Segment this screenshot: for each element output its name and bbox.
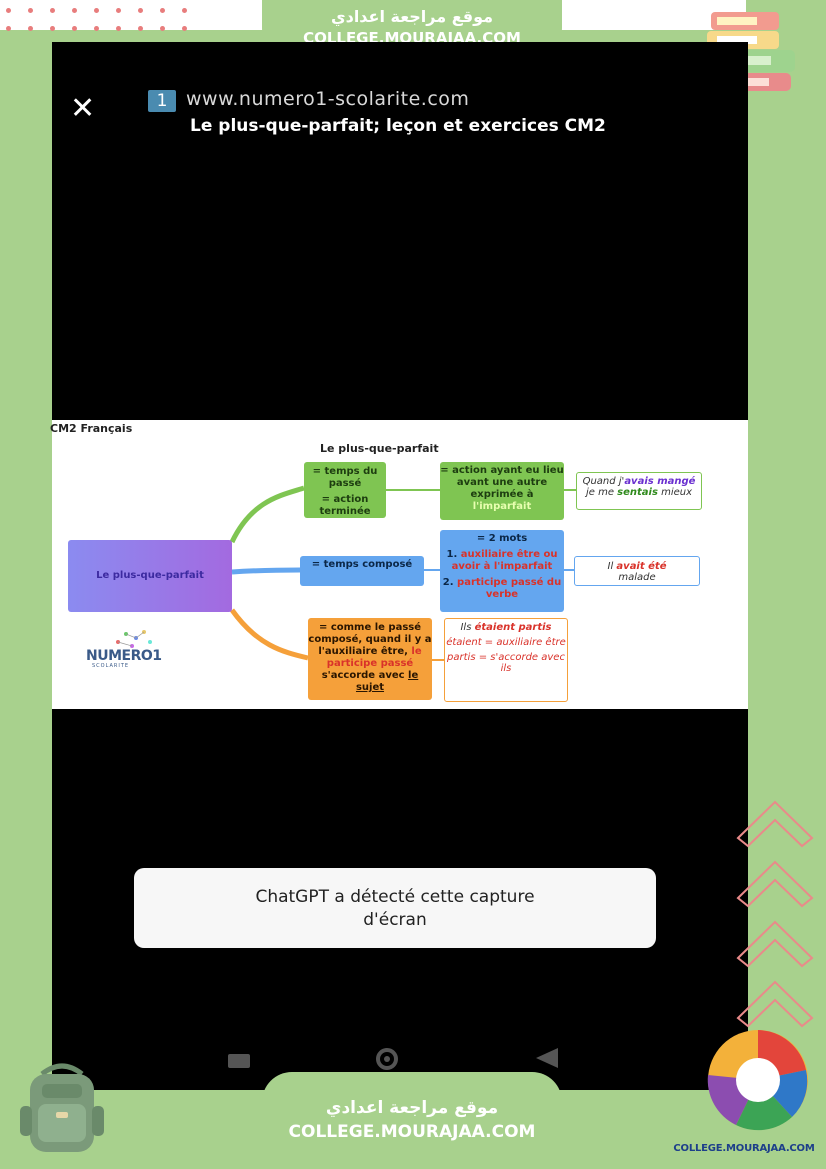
recents-icon[interactable] xyxy=(228,1054,250,1068)
school-logo-label: COLLEGE.MOURAJAA.COM xyxy=(673,1143,815,1154)
backpack-icon xyxy=(20,1063,104,1152)
blue-item1-num: 1. xyxy=(446,549,461,560)
mindmap-connectors xyxy=(229,485,576,661)
green-example-verb2: sentais xyxy=(617,487,658,498)
orange-example-l2: étaient = auxiliaire être xyxy=(446,637,566,648)
mindmap-root-node: Le plus-que-parfait xyxy=(68,540,232,612)
blue-definition-item1: auxiliaire être ou avoir à l'imparfait xyxy=(451,549,558,572)
frame-right-border xyxy=(746,0,826,1169)
screenshot-detected-toast: ChatGPT a détecté cette capture d'écran xyxy=(134,868,656,948)
blue-example-pre: Il xyxy=(607,561,617,572)
toast-line1: ChatGPT a détecté cette capture xyxy=(255,887,535,907)
green-example-post2: mieux xyxy=(657,487,693,498)
blue-node: = temps composé xyxy=(300,556,424,586)
green-node-line2: = action terminée xyxy=(319,494,371,517)
chevron-up-icon xyxy=(736,800,814,1028)
numero1-logo-sub: SCOLARITE xyxy=(92,663,130,669)
blue-node-label: = temps composé xyxy=(311,559,413,570)
close-icon[interactable]: ✕ xyxy=(70,91,96,126)
green-example-verb: avais mangé xyxy=(624,476,696,487)
green-node-line1: = temps du passé xyxy=(312,466,378,489)
blue-example: Il avait été malade xyxy=(574,556,700,586)
blue-example-verb: avait été xyxy=(616,561,667,572)
frame-left-border xyxy=(0,30,52,1169)
orange-node-text: = comme le passé composé, quand il y a l… xyxy=(308,622,432,657)
green-example-post: je me xyxy=(585,487,618,498)
green-example-pre: Quand j' xyxy=(582,476,625,487)
orange-node: = comme le passé composé, quand il y a l… xyxy=(308,618,432,700)
orange-example: Ils étaient partis étaient = auxiliaire … xyxy=(444,618,568,702)
orange-node-subject: le sujet xyxy=(355,670,419,693)
lesson-title: Le plus-que-parfait; leçon et exercices … xyxy=(190,116,606,136)
toast-line2: d'écran xyxy=(363,910,427,930)
green-definition: = action ayant eu lieu avant une autre e… xyxy=(440,462,564,520)
site-badge: 1 xyxy=(148,90,176,112)
phone-screenshot: ✕ 1 www.numero1-scolarite.com Le plus-qu… xyxy=(50,42,748,1090)
footer-watermark: موقع مراجعة اعدادي COLLEGE.MOURAJAA.COM xyxy=(262,1072,562,1152)
root-label: Le plus-que-parfait xyxy=(96,570,204,581)
orange-node-highlight: le participe passé xyxy=(326,646,422,669)
header-arabic-text: موقع مراجعة اعدادي xyxy=(330,7,494,26)
green-definition-text: = action ayant eu lieu avant une autre e… xyxy=(440,465,564,500)
site-url[interactable]: www.numero1-scolarite.com xyxy=(186,88,470,110)
numero1-logo-icon xyxy=(116,630,152,648)
blue-definition: = 2 mots 1. auxiliaire être ou avoir à l… xyxy=(440,530,564,612)
mindmap-corner-label: CM2 Français xyxy=(50,422,133,435)
footer-site-text: COLLEGE.MOURAJAA.COM xyxy=(288,1122,536,1142)
orange-example-l1a: Ils xyxy=(460,622,475,633)
mindmap-heading: Le plus-que-parfait xyxy=(320,442,439,455)
orange-example-l3: partis = s'accorde avec ils xyxy=(447,652,565,674)
mindmap-image: CM2 Français Le plus-que-parfait Le plus… xyxy=(50,420,748,709)
blue-definition-item2: participe passé du verbe xyxy=(457,577,562,600)
orange-example-l1b: étaient partis xyxy=(474,622,552,633)
numero1-logo-text: NUMERO1 xyxy=(86,648,162,664)
school-logo-icon xyxy=(707,1030,808,1131)
green-example: Quand j'avais mangé je me sentais mieux xyxy=(576,472,702,510)
home-icon[interactable] xyxy=(376,1048,398,1070)
footer-arabic-text: موقع مراجعة اعدادي xyxy=(325,1098,499,1118)
blue-definition-line1: = 2 mots xyxy=(476,533,528,544)
blue-example-post: malade xyxy=(618,572,656,583)
green-node: = temps du passé = action terminée xyxy=(304,462,386,518)
back-icon[interactable] xyxy=(536,1048,558,1068)
blue-item2-num: 2. xyxy=(442,577,458,588)
orange-node-post: s'accorde avec xyxy=(321,670,405,681)
green-definition-highlight: l'imparfait xyxy=(472,501,532,512)
